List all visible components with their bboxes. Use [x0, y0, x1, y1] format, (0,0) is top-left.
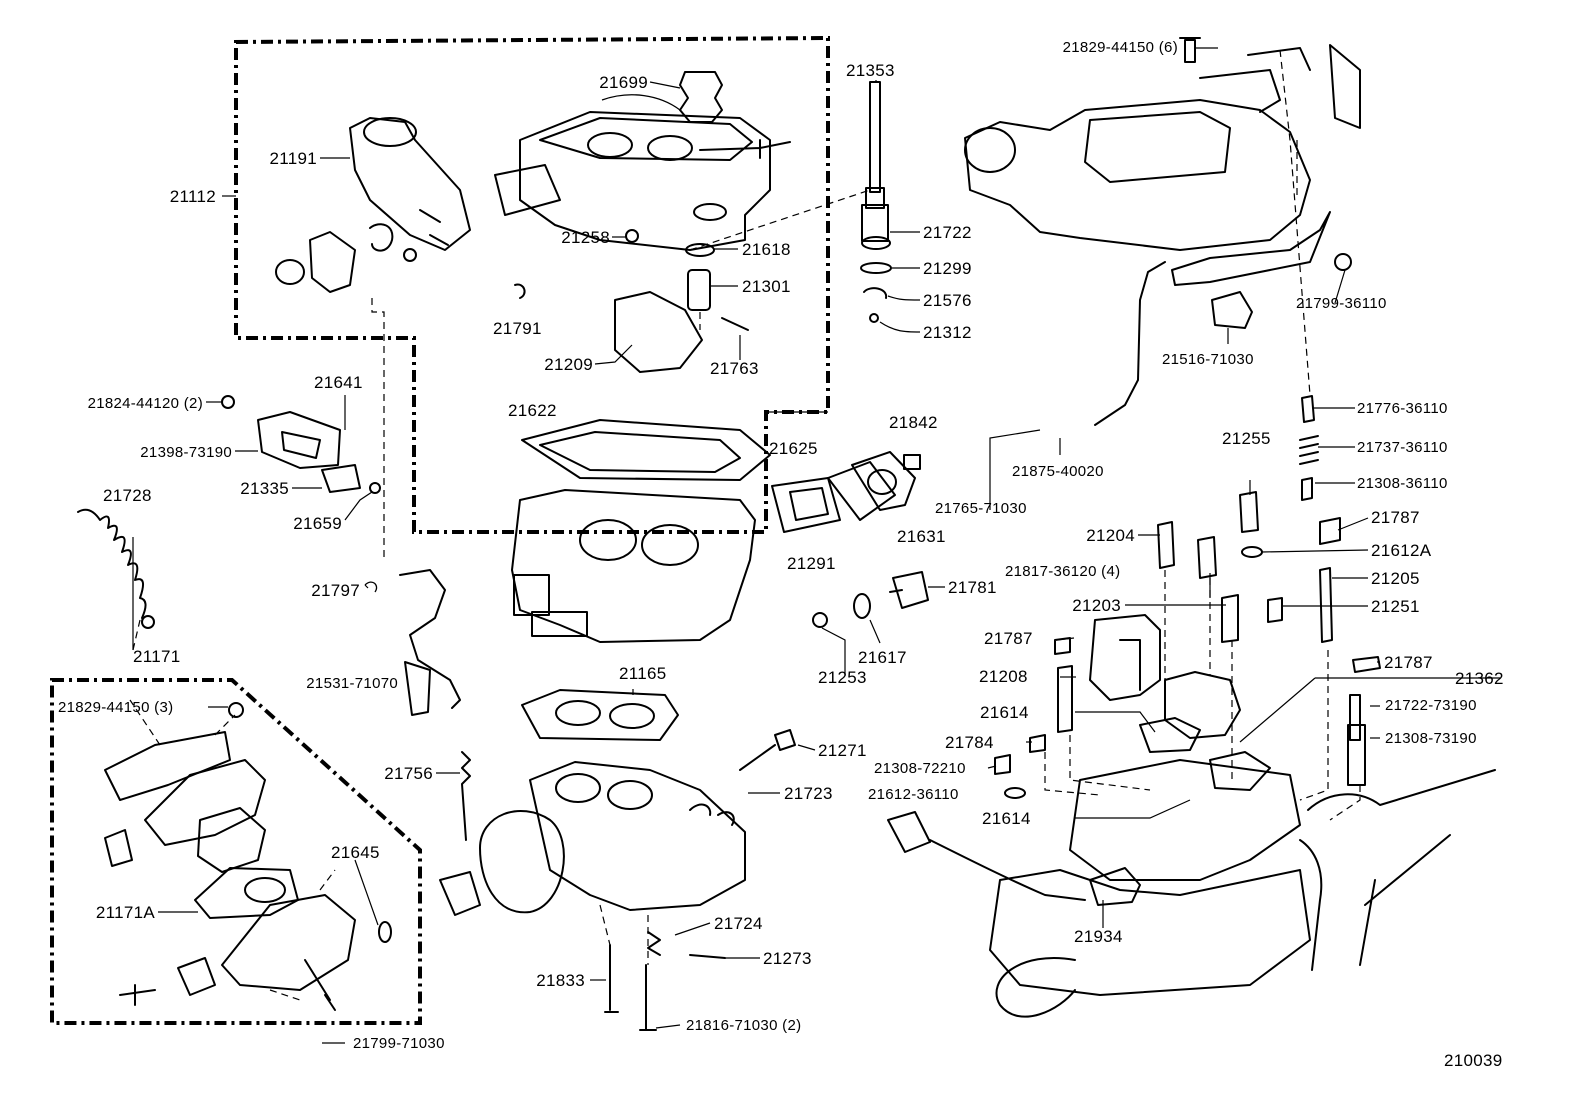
diaphragm-assembly-21171	[104, 702, 392, 1011]
main-body-assembly	[511, 419, 771, 643]
boot-21699	[601, 71, 723, 123]
callout-21171A: 21171A	[95, 903, 155, 922]
small-parts-upper	[514, 229, 749, 373]
callout-21612-36110: 21612-36110	[868, 786, 959, 803]
callout-21612A: 21612A	[1371, 541, 1432, 560]
callout-21781: 21781	[948, 578, 997, 597]
needle-valve-stack	[860, 81, 892, 323]
callout-21531-71070: 21531-71070	[306, 675, 398, 692]
callout-21208: 21208	[979, 667, 1028, 686]
callout-21875-40020: 21875-40020	[1012, 463, 1104, 480]
callout-21335: 21335	[240, 479, 289, 498]
callout-21353: 21353	[846, 61, 895, 80]
callout-21312: 21312	[923, 323, 972, 342]
callout-21659: 21659	[293, 514, 342, 533]
callout-21724: 21724	[714, 914, 763, 933]
callout-21737-36110: 21737-36110	[1357, 439, 1448, 456]
callout-21205: 21205	[1371, 569, 1420, 588]
callout-21209: 21209	[544, 355, 593, 374]
callout-21816-71030-2: 21816-71030 (2)	[686, 1017, 802, 1034]
fittings-center	[812, 571, 929, 628]
callout-21301: 21301	[742, 277, 791, 296]
callout-21817-36120-4: 21817-36120 (4)	[1005, 563, 1121, 580]
throttle-body-assembly	[439, 689, 796, 1031]
upper-right-assembly	[964, 37, 1361, 329]
callout-21934: 21934	[1074, 927, 1123, 946]
callout-21398-73190: 21398-73190	[140, 444, 232, 461]
gaskets-side	[771, 451, 921, 533]
callout-21631: 21631	[897, 527, 946, 546]
leader-lines	[132, 47, 1500, 1044]
callout-21722: 21722	[923, 223, 972, 242]
callout-21191: 21191	[269, 149, 317, 168]
spring-21728	[77, 508, 155, 629]
callout-21258: 21258	[561, 228, 610, 247]
callout-21299: 21299	[923, 259, 972, 278]
callout-21617: 21617	[858, 648, 907, 667]
callout-21614-b: 21614	[982, 809, 1031, 828]
diaphragm-unit-21191	[275, 117, 471, 293]
air-horn-assembly	[494, 111, 791, 251]
callout-21722-73190: 21722-73190	[1385, 697, 1477, 714]
callout-21829-44150-6: 21829-44150 (6)	[1062, 39, 1178, 56]
callout-21622: 21622	[508, 401, 557, 420]
diagram-id: 210039	[1444, 1051, 1503, 1070]
callout-21645: 21645	[331, 843, 380, 862]
callout-21251: 21251	[1371, 597, 1420, 616]
callout-21728: 21728	[103, 486, 152, 505]
callout-21787-b: 21787	[984, 629, 1033, 648]
assembly-dashed-lines	[129, 49, 1361, 1001]
callout-21576: 21576	[923, 291, 972, 310]
callout-21618: 21618	[742, 240, 791, 259]
callout-21308-73190: 21308-73190	[1385, 730, 1477, 747]
callout-21641: 21641	[314, 373, 363, 392]
callout-21776-36110: 21776-36110	[1357, 400, 1448, 417]
callout-21787-a: 21787	[1371, 508, 1420, 527]
callout-21791: 21791	[493, 319, 542, 338]
callout-21204: 21204	[1086, 526, 1135, 545]
callout-21829-44150-3: 21829-44150 (3)	[58, 699, 174, 716]
assembly-21171-outline	[50, 678, 422, 1025]
callout-21112: 21112	[169, 187, 216, 206]
callout-21799-36110: 21799-36110	[1296, 295, 1387, 312]
callout-21625: 21625	[769, 439, 818, 458]
callout-21362: 21362	[1455, 669, 1504, 688]
callout-21253: 21253	[818, 668, 867, 687]
callout-21165: 21165	[619, 664, 667, 683]
tube-21531	[399, 569, 461, 716]
fuel-pipe-21765	[1094, 261, 1166, 426]
lower-right-assembly	[887, 395, 1496, 1018]
callout-21699: 21699	[599, 73, 648, 92]
callout-21291: 21291	[787, 554, 836, 573]
callout-21765-71030: 21765-71030	[935, 500, 1027, 517]
left-mid-parts	[221, 395, 381, 593]
callout-21614-a: 21614	[980, 703, 1029, 722]
callout-21842: 21842	[889, 413, 938, 432]
callout-21723: 21723	[784, 784, 833, 803]
callout-21799-71030: 21799-71030	[353, 1035, 445, 1052]
callout-21787-c: 21787	[1384, 653, 1433, 672]
callout-21756: 21756	[384, 764, 433, 783]
callout-21516-71030: 21516-71030	[1162, 351, 1254, 368]
callout-21797: 21797	[311, 581, 360, 600]
callout-21308-72210: 21308-72210	[874, 760, 966, 777]
callout-21271: 21271	[818, 741, 867, 760]
callout-21171: 21171	[133, 647, 181, 666]
callout-21833: 21833	[536, 971, 585, 990]
callout-21255: 21255	[1222, 429, 1271, 448]
callout-21824-44120-2: 21824-44120 (2)	[87, 395, 203, 412]
callout-21308-36110: 21308-36110	[1357, 475, 1448, 492]
callout-21784: 21784	[945, 733, 994, 752]
callout-21273: 21273	[763, 949, 812, 968]
callout-21203: 21203	[1072, 596, 1121, 615]
callout-21763: 21763	[710, 359, 759, 378]
